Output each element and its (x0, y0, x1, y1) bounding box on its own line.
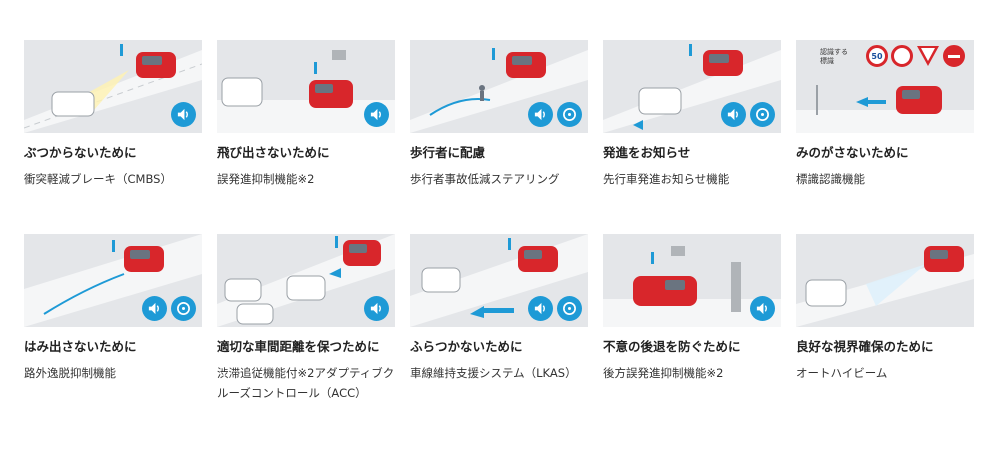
no-overtaking-sign-icon (891, 45, 913, 67)
feature-card-road-departure: はみ出さないために 路外逸脱抑制機能 (24, 234, 202, 383)
feature-title: 飛び出さないために (217, 145, 330, 160)
feature-badges (364, 296, 389, 321)
feature-illustration (410, 234, 588, 327)
feature-desc: 車線維持支援システム（LKAS） (410, 366, 577, 380)
feature-card-acc: 適切な車間距離を保つために 渋滞追従機能付※2アダプティブクルーズコントロール（… (217, 234, 395, 403)
feature-badges (142, 296, 196, 321)
sound-icon (364, 296, 389, 321)
feature-card-auto-high-beam: 良好な視界確保のために オートハイビーム (796, 234, 974, 383)
feature-title: 不意の後退を防ぐために (603, 339, 741, 354)
feature-illustration (603, 234, 781, 327)
feature-title: 適切な車間距離を保つために (217, 339, 380, 354)
feature-illustration (603, 40, 781, 133)
sound-icon (364, 102, 389, 127)
acc-scene (217, 234, 395, 327)
sound-icon (528, 296, 553, 321)
feature-desc: 誤発進抑制機能※2 (217, 172, 315, 186)
lead-car-scene (603, 44, 781, 133)
feature-card-cmbs: ぶつからないために 衝突軽減ブレーキ（CMBS） (24, 40, 202, 189)
speed-limit-sign-icon: 50 (866, 45, 888, 67)
feature-desc: 衝突軽減ブレーキ（CMBS） (24, 172, 172, 186)
feature-badges (721, 102, 775, 127)
feature-badges (171, 102, 196, 127)
feature-illustration (217, 234, 395, 327)
feature-card-pedestrian: 歩行者に配慮 歩行者事故低減ステアリング (410, 40, 588, 189)
feature-desc: 歩行者事故低減ステアリング (410, 172, 560, 186)
feature-card-lead-car: 発進をお知らせ 先行車発進お知らせ機能 (603, 40, 781, 189)
feature-illustration (410, 40, 588, 133)
feature-desc: 路外逸脱抑制機能 (24, 366, 116, 380)
feature-title: 歩行者に配慮 (410, 145, 486, 160)
feature-illustration (217, 40, 395, 133)
high-beam-scene (796, 246, 974, 327)
feature-badges (364, 102, 389, 127)
feature-illustration: 認識する標識 50 (796, 40, 974, 133)
stop-sign-icon (916, 45, 940, 67)
feature-illustration (796, 234, 974, 327)
sound-icon (528, 102, 553, 127)
feature-title: ふらつかないために (410, 339, 523, 354)
steering-icon (557, 102, 582, 127)
sign-row: 50 (866, 45, 965, 67)
sound-icon (171, 102, 196, 127)
feature-badges (528, 296, 582, 321)
pedestrian-scene (410, 48, 588, 133)
sound-icon (721, 102, 746, 127)
sign-label: 認識する標識 (820, 48, 848, 65)
feature-card-false-start: 飛び出さないために 誤発進抑制機能※2 (217, 40, 395, 189)
feature-illustration (24, 234, 202, 327)
feature-desc: オートハイビーム (796, 366, 888, 380)
feature-badges (750, 296, 775, 321)
feature-desc: 後方誤発進抑制機能※2 (603, 366, 724, 380)
feature-title: ぶつからないために (24, 145, 137, 160)
steering-icon (171, 296, 196, 321)
feature-desc: 渋滞追従機能付※2アダプティブクルーズコントロール（ACC） (217, 366, 395, 400)
lkas-scene (410, 234, 588, 327)
sign-recognition-scene (796, 85, 974, 133)
road-departure-scene (24, 234, 202, 327)
feature-badges (528, 102, 582, 127)
feature-card-lkas: ふらつかないために 車線維持支援システム（LKAS） (410, 234, 588, 383)
feature-title: はみ出さないために (24, 339, 137, 354)
steering-icon (750, 102, 775, 127)
feature-illustration (24, 40, 202, 133)
feature-desc: 先行車発進お知らせ機能 (603, 172, 730, 186)
feature-desc: 標識認識機能 (796, 172, 865, 186)
sound-icon (750, 296, 775, 321)
false-start-scene (217, 50, 395, 133)
feature-title: 良好な視界確保のために (796, 339, 934, 354)
steering-icon (557, 296, 582, 321)
no-entry-sign-icon (943, 45, 965, 67)
feature-title: みのがさないために (796, 145, 909, 160)
feature-card-sign-recognition: 認識する標識 50 みのがさないために 標識認識機能 (796, 40, 974, 189)
feature-title: 発進をお知らせ (603, 145, 691, 160)
collision-scene (24, 44, 202, 133)
sound-icon (142, 296, 167, 321)
feature-card-reverse: 不意の後退を防ぐために 後方誤発進抑制機能※2 (603, 234, 781, 383)
